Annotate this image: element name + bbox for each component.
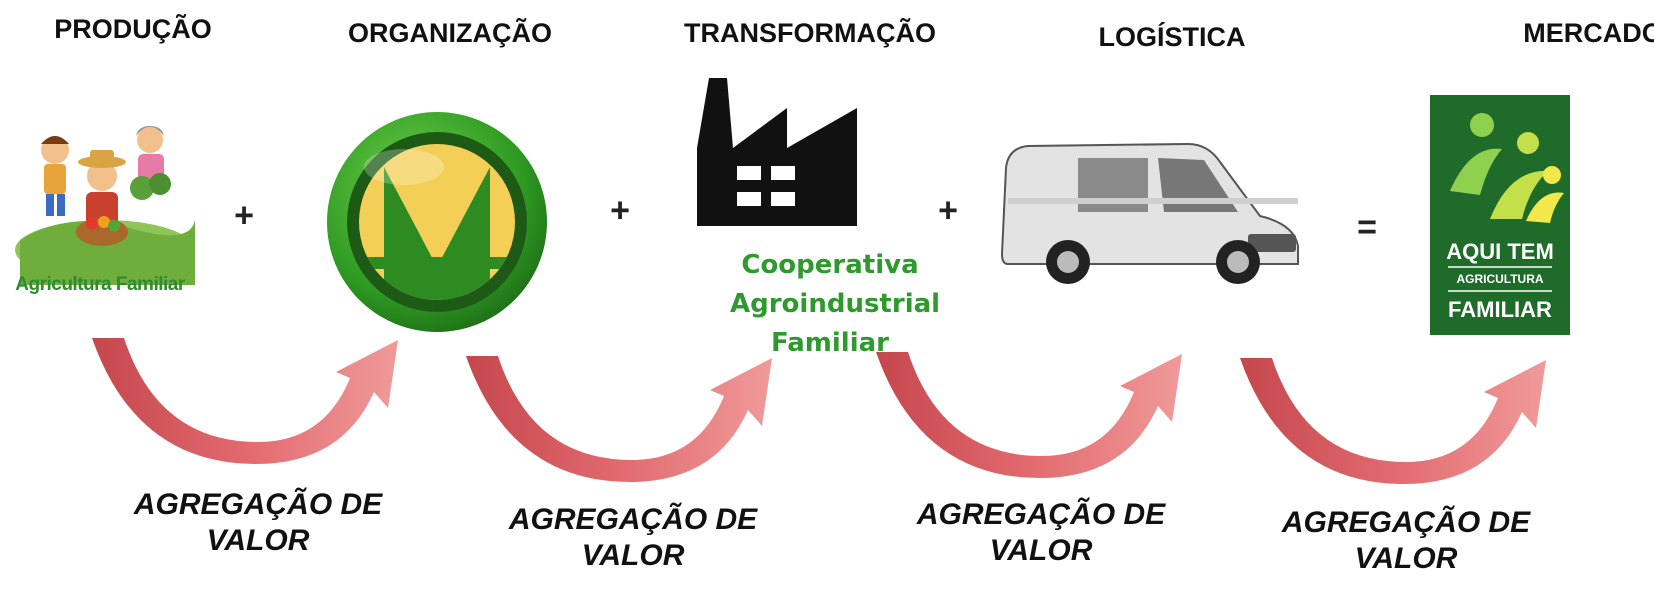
value-label-2: AGREGAÇÃO DE VALOR <box>483 502 783 574</box>
cooperative-label-line-3: Familiar <box>771 328 889 358</box>
stage-title-transformacao: TRANSFORMAÇÃO <box>684 18 936 48</box>
cooperative-label: Cooperativa Agroindustrial Familiar <box>730 246 941 363</box>
agricultura-familiar-seal-icon: AQUI TEM AGRICULTURA FAMILIAR <box>1430 95 1570 335</box>
value-label-1: AGREGAÇÃO DE VALOR <box>108 487 408 559</box>
seal-text-aqui-tem: AQUI TEM <box>1446 239 1554 264</box>
value-arrow-1 <box>92 338 398 464</box>
value-arrow-3 <box>876 352 1182 478</box>
value-label-4: AGREGAÇÃO DE VALOR <box>1256 505 1556 577</box>
value-label-4-line-1: AGREGAÇÃO DE <box>1281 506 1531 539</box>
stage-title-logistica: LOGÍSTICA <box>1098 22 1246 52</box>
cooperative-label-line-1: Cooperativa <box>741 250 919 280</box>
stage-title-producao: PRODUÇÃO <box>54 14 212 44</box>
factory-icon <box>697 78 857 226</box>
stage-title-mercado: MERCADO <box>1523 18 1654 48</box>
value-label-4-line-2: VALOR <box>1354 542 1458 575</box>
value-label-3-line-1: AGREGAÇÃO DE <box>916 498 1166 531</box>
value-label-3: AGREGAÇÃO DE VALOR <box>891 497 1191 569</box>
family-farmers-icon <box>15 126 195 285</box>
value-label-1-line-1: AGREGAÇÃO DE <box>133 488 383 521</box>
van-icon <box>1000 142 1299 284</box>
value-label-2-line-1: AGREGAÇÃO DE <box>508 503 758 536</box>
plus-operator-2: + <box>610 191 630 230</box>
seal-text-familiar: FAMILIAR <box>1448 297 1552 322</box>
value-label-3-line-2: VALOR <box>989 534 1093 567</box>
agricultura-familiar-caption: Agricultura Familiar <box>15 274 185 295</box>
value-arrow-2 <box>466 356 772 482</box>
plus-operator-3: + <box>938 191 958 230</box>
plus-operator-1: + <box>234 196 254 235</box>
value-arrow-4 <box>1240 358 1546 484</box>
cooperative-emblem-icon <box>327 112 547 332</box>
cooperative-label-line-2: Agroindustrial <box>730 289 941 319</box>
value-label-2-line-2: VALOR <box>581 539 685 572</box>
seal-text-agricultura: AGRICULTURA <box>1456 272 1543 286</box>
equals-operator: = <box>1357 208 1377 247</box>
stage-title-organizacao: ORGANIZAÇÃO <box>348 18 552 48</box>
value-label-1-line-2: VALOR <box>206 524 310 557</box>
